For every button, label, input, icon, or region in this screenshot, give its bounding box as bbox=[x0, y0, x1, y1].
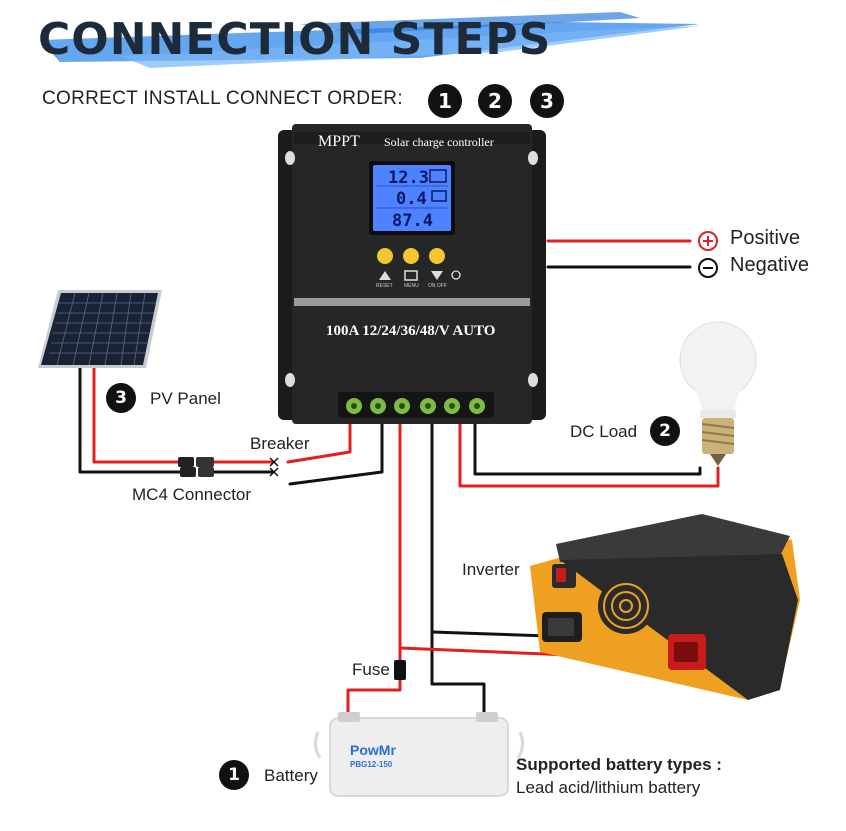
battery-label: Battery bbox=[264, 766, 318, 785]
dc-load-label: DC Load bbox=[570, 422, 638, 441]
pv-panel bbox=[38, 290, 162, 368]
negative-legend-label: Negative bbox=[730, 254, 809, 276]
terminal-block bbox=[338, 392, 494, 418]
title-brush-stroke bbox=[40, 12, 700, 68]
breaker-label: Breaker bbox=[250, 434, 310, 453]
reset-button-label: RESET bbox=[376, 283, 393, 289]
inverter-label: Inverter bbox=[462, 560, 520, 579]
order-step-2-badge: 2 bbox=[478, 84, 512, 118]
positive-legend-label: Positive bbox=[730, 227, 801, 249]
light-bulb-icon bbox=[679, 321, 757, 466]
controller-rating: 100A 12/24/36/48/V AUTO bbox=[326, 323, 496, 339]
lcd-line-2: 0.4 bbox=[396, 189, 427, 209]
page-title: CONNECTION STEPS bbox=[38, 14, 552, 65]
positive-symbol-icon bbox=[698, 231, 718, 251]
controller-product-name: Solar charge controller bbox=[384, 135, 494, 149]
charge-controller bbox=[278, 124, 546, 424]
supported-battery-types: Lead acid/lithium battery bbox=[516, 778, 701, 797]
reset-button bbox=[377, 248, 393, 264]
menu-button-label: MENU bbox=[404, 283, 419, 289]
order-step-1-badge: 1 bbox=[428, 84, 462, 118]
dc-load-step-badge: 2 bbox=[650, 416, 680, 446]
fuse-label: Fuse bbox=[352, 660, 390, 679]
battery-step-badge: 1 bbox=[219, 760, 249, 790]
lcd-line-1: 12.3 bbox=[388, 168, 429, 188]
fuse-icon bbox=[394, 660, 406, 680]
supported-battery-title: Supported battery types : bbox=[516, 755, 722, 774]
lcd-line-3: 87.4 bbox=[392, 211, 433, 231]
inverter bbox=[530, 514, 800, 700]
controller-brand: MPPT bbox=[318, 133, 360, 150]
battery-brand: PowMr bbox=[350, 742, 396, 758]
mc4-connector-icon bbox=[178, 457, 214, 477]
mc4-connector-label: MC4 Connector bbox=[132, 485, 252, 504]
battery bbox=[313, 712, 525, 797]
breaker-icon bbox=[269, 457, 279, 477]
order-step-3-badge: 3 bbox=[530, 84, 564, 118]
pv-panel-label: PV Panel bbox=[150, 389, 221, 408]
onoff-button-label: ON OFF bbox=[428, 283, 447, 289]
pv-panel-step-badge: 3 bbox=[106, 383, 136, 413]
menu-button bbox=[403, 248, 419, 264]
install-order-label: CORRECT INSTALL CONNECT ORDER: bbox=[42, 88, 403, 109]
battery-model: PBG12-150 bbox=[350, 760, 393, 769]
negative-symbol-icon bbox=[698, 258, 718, 278]
onoff-button bbox=[429, 248, 445, 264]
